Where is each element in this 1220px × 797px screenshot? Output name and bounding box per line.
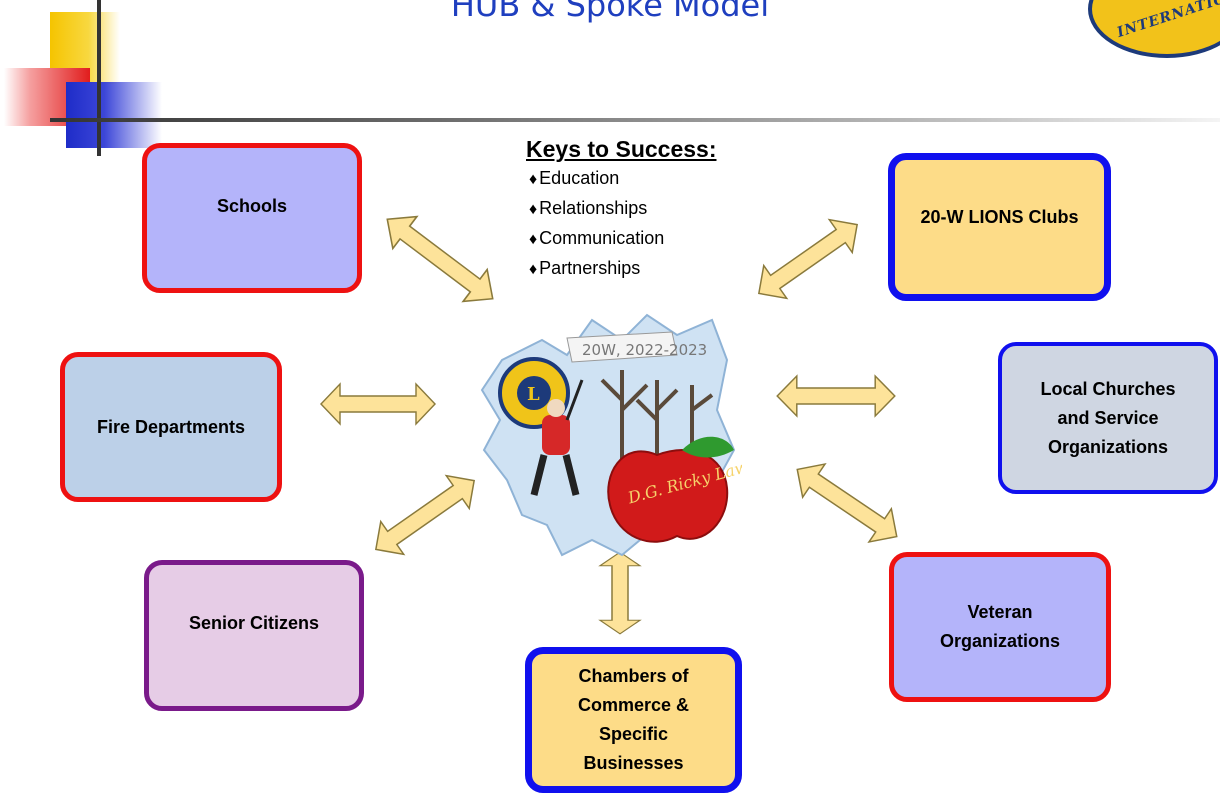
decor-horizontal-line: [50, 118, 1220, 122]
diamond-bullet-icon: ♦: [529, 231, 538, 248]
decor-blue-square: [66, 82, 162, 148]
key-item: ♦Communication: [529, 228, 665, 248]
node-label: Senior Citizens: [188, 613, 320, 633]
svg-text:L: L: [527, 384, 540, 405]
arrow-chambers: [599, 551, 641, 635]
apple-icon: [607, 449, 729, 543]
node-lions-clubs: 20-W LIONS Clubs: [888, 153, 1111, 301]
key-item: ♦Education: [529, 168, 620, 188]
node-veteran-organizations: Veteran Organizations: [889, 552, 1111, 702]
node-schools: Schools: [142, 143, 362, 293]
node-fire-departments: Fire Departments: [60, 352, 282, 502]
diamond-bullet-icon: ♦: [529, 201, 538, 218]
node-label: Chambers of Commerce & Specific Business…: [577, 666, 690, 773]
keys-to-success: Keys to Success: ♦Education ♦Relationshi…: [508, 134, 758, 284]
arrow-veteran-organizations: [785, 452, 909, 554]
arrow-schools: [374, 202, 506, 316]
node-local-churches: Local Churches and Service Organizations: [998, 342, 1218, 494]
district-pin-image: 20W, 2022-2023 L D.G. Ricky Lawrin: [480, 313, 742, 557]
hockey-player-icon: [530, 379, 584, 496]
node-label: 20-W LIONS Clubs: [920, 207, 1079, 227]
keys-heading: Keys to Success:: [526, 136, 717, 162]
node-label: Schools: [216, 196, 287, 216]
pin-badge-text: 20W, 2022-2023: [582, 341, 707, 359]
arrow-local-churches: [776, 375, 896, 417]
arrow-senior-citizens: [363, 463, 487, 567]
key-item: ♦Partnerships: [529, 258, 641, 278]
trees-icon: [600, 370, 714, 480]
page-title: HUB & Spoke Model: [450, 0, 770, 24]
diamond-bullet-icon: ♦: [529, 261, 538, 278]
decor-vertical-line: [97, 0, 101, 156]
key-item: ♦Relationships: [529, 198, 648, 218]
arrow-fire-departments: [320, 383, 436, 425]
node-label: Veteran Organizations: [939, 602, 1060, 651]
node-label: Local Churches and Service Organizations: [1040, 378, 1176, 457]
arrow-lions-clubs: [746, 207, 870, 311]
node-label: Fire Departments: [96, 416, 246, 437]
node-chambers: Chambers of Commerce & Specific Business…: [525, 647, 742, 793]
diamond-bullet-icon: ♦: [529, 171, 538, 188]
node-senior-citizens: Senior Citizens: [144, 560, 364, 711]
